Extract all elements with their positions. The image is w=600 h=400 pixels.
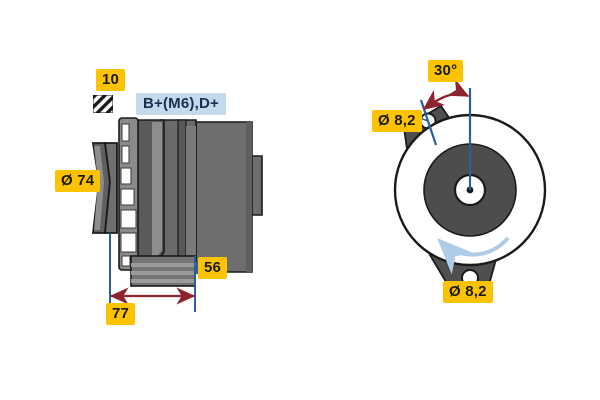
fan-blade-slot (120, 188, 135, 206)
fan-blade-slot (121, 255, 131, 267)
stator-highlight (186, 126, 196, 262)
drive-end-housing (135, 119, 165, 269)
stator-seam (177, 119, 187, 266)
fan-blade-slot (120, 167, 132, 185)
rear-housing-boss (251, 155, 263, 216)
cooling-fan (118, 117, 139, 271)
callout-pulley-diameter[interactable]: Ø 74 (55, 170, 101, 192)
callout-mount-angle[interactable]: 30° (428, 60, 464, 82)
callout-rear-depth[interactable]: 56 (198, 257, 228, 279)
drive-end-highlight (152, 122, 162, 264)
angle-dimension-arc-30 (422, 79, 470, 110)
callout-fan-blade-count[interactable]: 10 (96, 69, 126, 91)
callout-terminal-designation[interactable]: B+(M6),D+ (136, 93, 226, 115)
callout-bolt-hole-top[interactable]: Ø 8,2 (372, 110, 422, 132)
rear-housing (195, 121, 263, 273)
fan-blade-slot (120, 232, 137, 253)
callout-bolt-hole-bottom[interactable]: Ø 8,2 (443, 281, 493, 303)
mounting-foot-rib (131, 271, 195, 275)
rotation-direction-arrow-icon (437, 236, 510, 275)
fan-blade-slot (120, 209, 137, 229)
fan-blade-slot (121, 123, 130, 142)
fan-blade-slot (121, 145, 130, 164)
mounting-foot-rib (131, 263, 195, 267)
side-view-group (91, 117, 263, 312)
mounting-foot-rib (131, 279, 195, 283)
stator-body (159, 119, 197, 271)
hatched-square-symbol-icon (92, 94, 114, 114)
rear-housing-body (195, 121, 253, 273)
rear-housing-shade (246, 122, 252, 272)
callout-overall-length[interactable]: 77 (106, 303, 136, 325)
mounting-foot (130, 255, 196, 287)
